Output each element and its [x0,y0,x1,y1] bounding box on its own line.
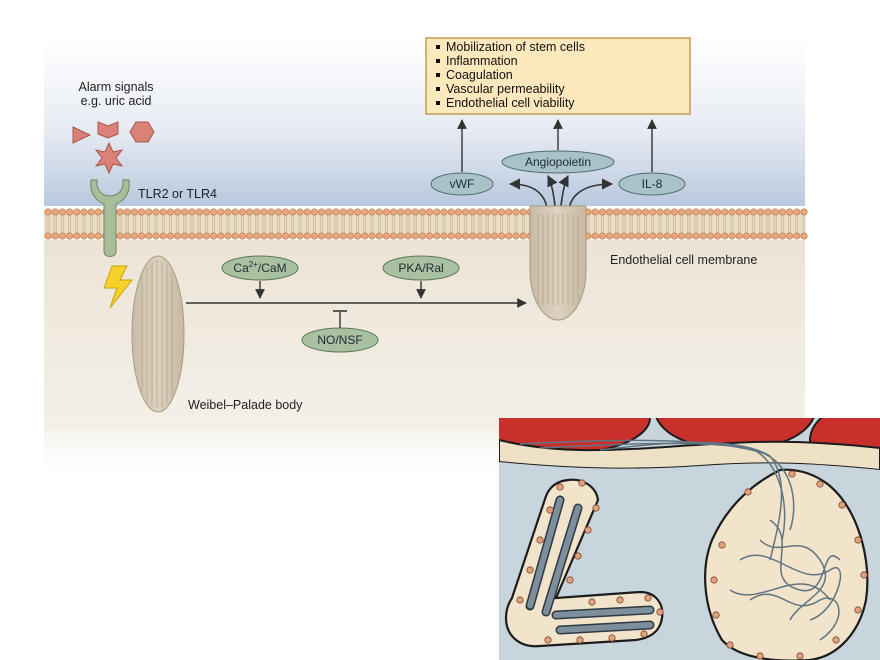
extracellular-space [44,40,805,206]
effect-item: Mobilization of stem cells [446,40,585,54]
ca-cam-oval [221,255,299,281]
fusing-granule-stripes [537,214,579,305]
wpb-stripes [141,260,173,408]
receptor-label: TLR2 or TLR4 [138,187,217,201]
il8-oval [618,172,686,196]
membrane-label: Endothelial cell membrane [610,253,757,267]
effect-item: Coagulation [446,68,513,82]
chevron-molecule-icon [97,121,119,139]
bullet-icon [436,59,440,63]
no-nsf-label: NO/NSF [317,333,362,347]
vwf-strands [519,439,842,641]
alarm-signals-example: e.g. uric acid [81,94,152,108]
hexagon-molecule-icon [129,121,155,143]
vwf-label: vWF [450,177,475,191]
lightning-icon [103,265,134,309]
effect-item: Endothelial cell viability [446,96,575,110]
bullet-icon [436,101,440,105]
lipid-bilayer-membrane [44,208,808,240]
plasma-layer [499,438,880,472]
tlr-receptor [90,179,130,257]
weibel-palade-body [131,255,185,413]
schematic-panel: Mobilization of stem cellsInflammationCo… [44,37,808,470]
vwf-oval [430,172,494,196]
wpb-label: Weibel–Palade body [188,398,303,412]
triangle-molecule-icon [72,126,92,144]
pka-ral-oval [382,255,460,281]
bullet-icon [436,73,440,77]
bullet-icon [436,45,440,49]
star-molecule-icon [94,141,124,175]
il8-label: IL-8 [642,177,663,191]
effect-item: Inflammation [446,54,518,68]
membrane-particles [516,470,868,660]
angiopoietin-label: Angiopoietin [525,155,591,169]
angiopoietin-oval [501,150,615,174]
ca-cam-superscript: 2+ [249,260,258,269]
ca-cam-base: Ca [233,261,249,275]
vwf-tubules [525,495,655,635]
bullet-icon [436,87,440,91]
wpb-illustration-panel [499,418,880,660]
ca-cam-label: Ca2+/CaM [233,260,286,275]
pka-ral-label: PKA/Ral [398,261,443,275]
effect-item: Vascular permeability [446,82,565,96]
ca-cam-rest: /CaM [258,261,287,275]
effects-box: Mobilization of stem cellsInflammationCo… [425,37,691,115]
alarm-signal-molecules [72,121,155,175]
alarm-signals-label: Alarm signals [78,80,153,94]
